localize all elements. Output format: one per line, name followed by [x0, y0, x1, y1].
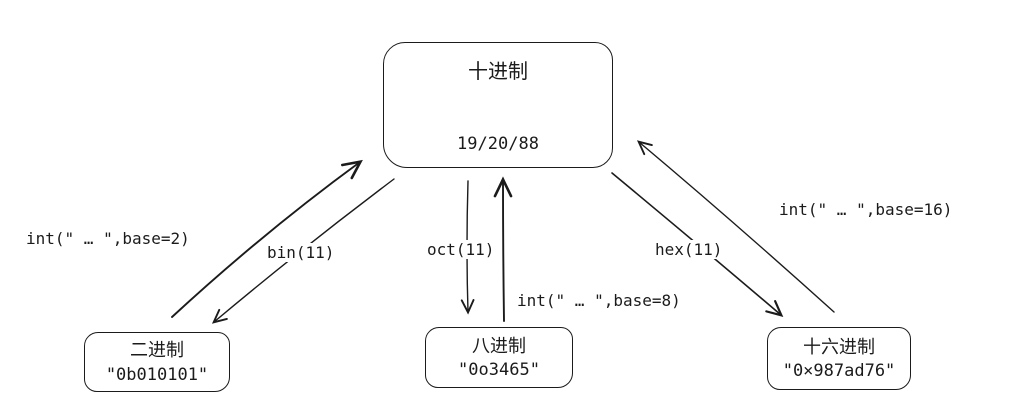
- octal-title: 八进制: [472, 335, 526, 357]
- octal-value: "0o3465": [458, 360, 540, 381]
- hex-value: "0×987ad76": [782, 361, 896, 382]
- edge-label-int-base8: int(" … ",base=8): [516, 291, 682, 310]
- decimal-node: 十进制 19/20/88: [383, 42, 613, 168]
- arrow-hex-to-decimal: [636, 140, 835, 313]
- hex-node: 十六进制 "0×987ad76": [767, 327, 911, 390]
- edge-label-int-base16: int(" … ",base=16): [778, 200, 954, 219]
- edge-label-hex: hex(11): [654, 240, 724, 259]
- arrow-binary-to-decimal: [171, 159, 363, 318]
- decimal-title: 十进制: [468, 59, 528, 83]
- hex-title: 十六进制: [803, 336, 875, 358]
- edge-label-oct: oct(11): [426, 240, 496, 259]
- edge-label-int-base2: int(" … ",base=2): [25, 229, 191, 248]
- decimal-value: 19/20/88: [457, 133, 539, 154]
- binary-node: 二进制 "0b010101": [84, 332, 230, 392]
- binary-title: 二进制: [130, 340, 184, 362]
- octal-node: 八进制 "0o3465": [425, 327, 573, 388]
- binary-value: "0b010101": [105, 364, 209, 385]
- edge-label-bin: bin(11): [266, 243, 336, 262]
- arrow-octal-to-decimal: [493, 176, 513, 322]
